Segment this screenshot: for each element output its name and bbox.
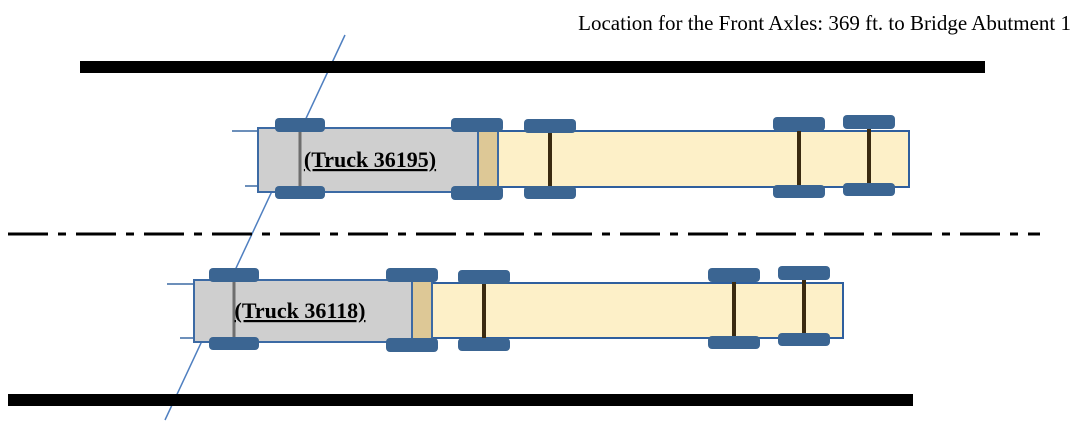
front-axle-location-label: Location for the Front Axles: 369 ft. to… <box>578 11 1071 35</box>
trailer-tire <box>778 266 830 280</box>
truck-label: (Truck 36118) <box>235 298 366 323</box>
front-tire <box>209 337 259 350</box>
trailer-tire <box>778 333 830 346</box>
front-axle-locator-line <box>164 34 346 421</box>
trailer-tire <box>458 338 510 351</box>
trailer-tire <box>524 119 576 133</box>
trailer-tire <box>708 336 760 349</box>
trailer-tire <box>708 268 760 282</box>
trailer-tire <box>773 117 825 131</box>
drive-tire <box>451 186 503 200</box>
front-tire <box>275 186 325 199</box>
truck-cab <box>257 127 479 193</box>
trailer-body <box>497 130 910 188</box>
trailer-tire <box>524 186 576 199</box>
trailer-tire <box>843 183 895 196</box>
drive-tire <box>386 268 438 282</box>
cab-hitch <box>411 279 433 343</box>
trailer-body <box>431 282 844 339</box>
truck-label: (Truck 36195) <box>304 147 436 172</box>
front-tire <box>209 268 259 282</box>
trailer-tire <box>773 185 825 198</box>
front-tire <box>275 118 325 132</box>
drive-tire <box>451 118 503 132</box>
trailer-tire <box>458 270 510 284</box>
road-edge-top <box>80 61 985 73</box>
drive-tire <box>386 338 438 352</box>
road-edge-bottom <box>8 394 913 406</box>
cab-hitch <box>477 127 499 193</box>
truck-36195: (Truck 36195) <box>232 115 910 200</box>
truck-36118: (Truck 36118) <box>167 266 844 352</box>
trailer-tire <box>843 115 895 129</box>
